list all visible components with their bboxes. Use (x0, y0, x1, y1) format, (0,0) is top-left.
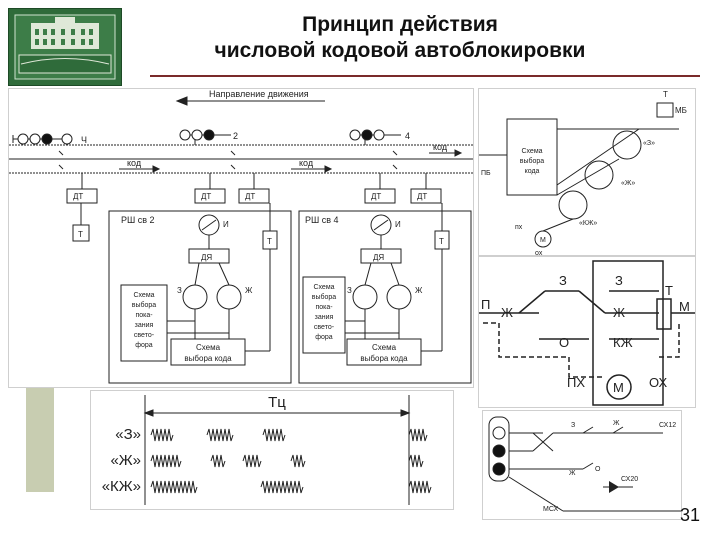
code-label-1: код (127, 158, 142, 168)
contact-drawing: З З П Ж Ж Т М О КЖ ПХ ОХ М (479, 260, 695, 406)
ox-label-top: ох (535, 250, 543, 255)
signal-scheme2-line-1: Схема (313, 284, 334, 291)
dt-label-2: ДТ (201, 192, 211, 201)
title-line-2: числовой кодовой автоблокировки (214, 39, 586, 62)
logo-emblem (14, 14, 116, 80)
lamp-zh-label: Ж (613, 420, 620, 427)
code-label-3: код (433, 142, 448, 152)
zh-label-a: Ж (501, 305, 513, 320)
px-label-mid: ПХ (567, 375, 585, 390)
code-pulse-waveforms (150, 428, 432, 494)
lamp-z-label: З (571, 422, 575, 429)
p-label: П (481, 297, 490, 312)
period-label: Тц (268, 394, 286, 411)
lamp-zh2-label: Ж (569, 470, 576, 477)
px-label-top: пх (515, 224, 523, 231)
signal-scheme-line-1: Схема (133, 292, 154, 299)
transmitter-drawing: Т МБ Схема выбора кода ПБ «З» «Ж» «КЖ» п… (479, 90, 687, 257)
mcx-label: МСХ (543, 506, 558, 513)
z-label-2: З (347, 286, 352, 295)
decorative-sidebar (26, 382, 54, 492)
cx12-label: СХ12 (659, 422, 676, 429)
z-label-a: З (559, 273, 567, 288)
timing-drawing: Тц «З» «Ж» «КЖ» (102, 394, 432, 505)
transmitter-scheme-line-1: Схема (521, 148, 542, 155)
dt-label-3: ДТ (245, 192, 255, 201)
autoblock-circuit-diagram: Направление движения Ч 2 4 код код код Д… (8, 88, 474, 388)
row-label-zh: «Ж» (110, 452, 141, 469)
lamp-circuit-drawing: З Ж Ж О СХ12 СХ20 МСХ (488, 416, 681, 513)
title-underline (150, 75, 700, 77)
signal-scheme2-line-5: свето- (314, 324, 335, 331)
cx20-label: СХ20 (621, 476, 638, 483)
t-label-3: Т (439, 237, 444, 246)
t-label-mid: Т (665, 283, 673, 298)
signal-scheme2-line-2: выбора (312, 293, 337, 301)
t-label-2: Т (267, 237, 272, 246)
transmitter-scheme-line-2: выбора (520, 157, 545, 165)
code-scheme2-line-1: Схема (372, 343, 397, 352)
dya-label-1: ДЯ (201, 253, 212, 262)
mb-label: МБ (675, 106, 687, 115)
circuit-drawing: Направление движения Ч 2 4 код код код Д… (9, 89, 473, 384)
zh-label-1: Ж (245, 286, 253, 295)
direction-label: Направление движения (209, 89, 309, 99)
contact-zh-label: «Ж» (621, 180, 635, 187)
zh-label-2: Ж (415, 286, 423, 295)
i-label-2: И (395, 220, 401, 229)
signal-scheme-line-2: выбора (132, 301, 157, 309)
signal-lamp-circuit: З Ж Ж О СХ12 СХ20 МСХ (482, 410, 682, 520)
code-scheme-line-1: Схема (196, 343, 221, 352)
code-label-2: код (299, 158, 314, 168)
m-label-mid: М (679, 299, 690, 314)
signal-scheme2-line-4: зания (315, 314, 334, 321)
slide-title: Принцип действия числовой кодовой автобл… (150, 12, 650, 64)
signal-scheme2-line-3: пока- (315, 304, 333, 311)
kzh-label: КЖ (613, 335, 633, 350)
lamp-o-label: О (595, 466, 601, 473)
z-label-b: З (615, 273, 623, 288)
page-number: 31 (679, 505, 700, 525)
ox-label-mid: ОХ (649, 375, 668, 390)
signal-label-2: 2 (233, 131, 238, 141)
dt-label-4: ДТ (371, 192, 381, 201)
cabinet-label-2: РШ св 2 (121, 215, 155, 225)
t-label-1: Т (78, 230, 83, 239)
transmitter-scheme-line-3: кода (525, 168, 540, 175)
contact-kzh-label: «КЖ» (579, 220, 597, 227)
z-label-1: З (177, 286, 182, 295)
i-label-1: И (223, 220, 229, 229)
signal-label-ch: Ч (81, 135, 87, 145)
row-label-kzh: «КЖ» (102, 478, 141, 495)
code-scheme-line-2: выбора кода (184, 354, 232, 363)
signal-label-4: 4 (405, 131, 410, 141)
code-transmitter-diagram: Т МБ Схема выбора кода ПБ «З» «Ж» «КЖ» п… (478, 88, 696, 257)
dt-label-5: ДТ (417, 192, 427, 201)
signal-scheme-line-3: пока- (135, 312, 153, 319)
m-label-top: М (540, 237, 546, 244)
zh-label-b: Ж (613, 305, 625, 320)
university-logo (8, 8, 122, 86)
dya-label-2: ДЯ (373, 253, 384, 262)
row-label-z: «З» (115, 426, 141, 443)
signal-scheme-line-6: фора (135, 342, 153, 349)
contact-scheme-diagram: З З П Ж Ж Т М О КЖ ПХ ОХ М (478, 256, 696, 408)
cabinet-label-4: РШ св 4 (305, 215, 339, 225)
title-line-1: Принцип действия (302, 13, 498, 36)
code-scheme2-line-2: выбора кода (360, 354, 408, 363)
t-top-label: Т (663, 90, 668, 99)
signal-scheme-line-4: зания (135, 322, 154, 329)
dt-label-1: ДТ (73, 192, 83, 201)
motor-label: М (613, 380, 624, 395)
signal-scheme-line-5: свето- (134, 332, 155, 339)
signal-scheme2-line-6: фора (315, 334, 333, 341)
code-timing-diagram: Тц «З» «Ж» «КЖ» (90, 390, 454, 510)
pb-label: ПБ (481, 170, 491, 177)
o-label: О (559, 335, 569, 350)
contact-z-label: «З» (643, 140, 655, 147)
